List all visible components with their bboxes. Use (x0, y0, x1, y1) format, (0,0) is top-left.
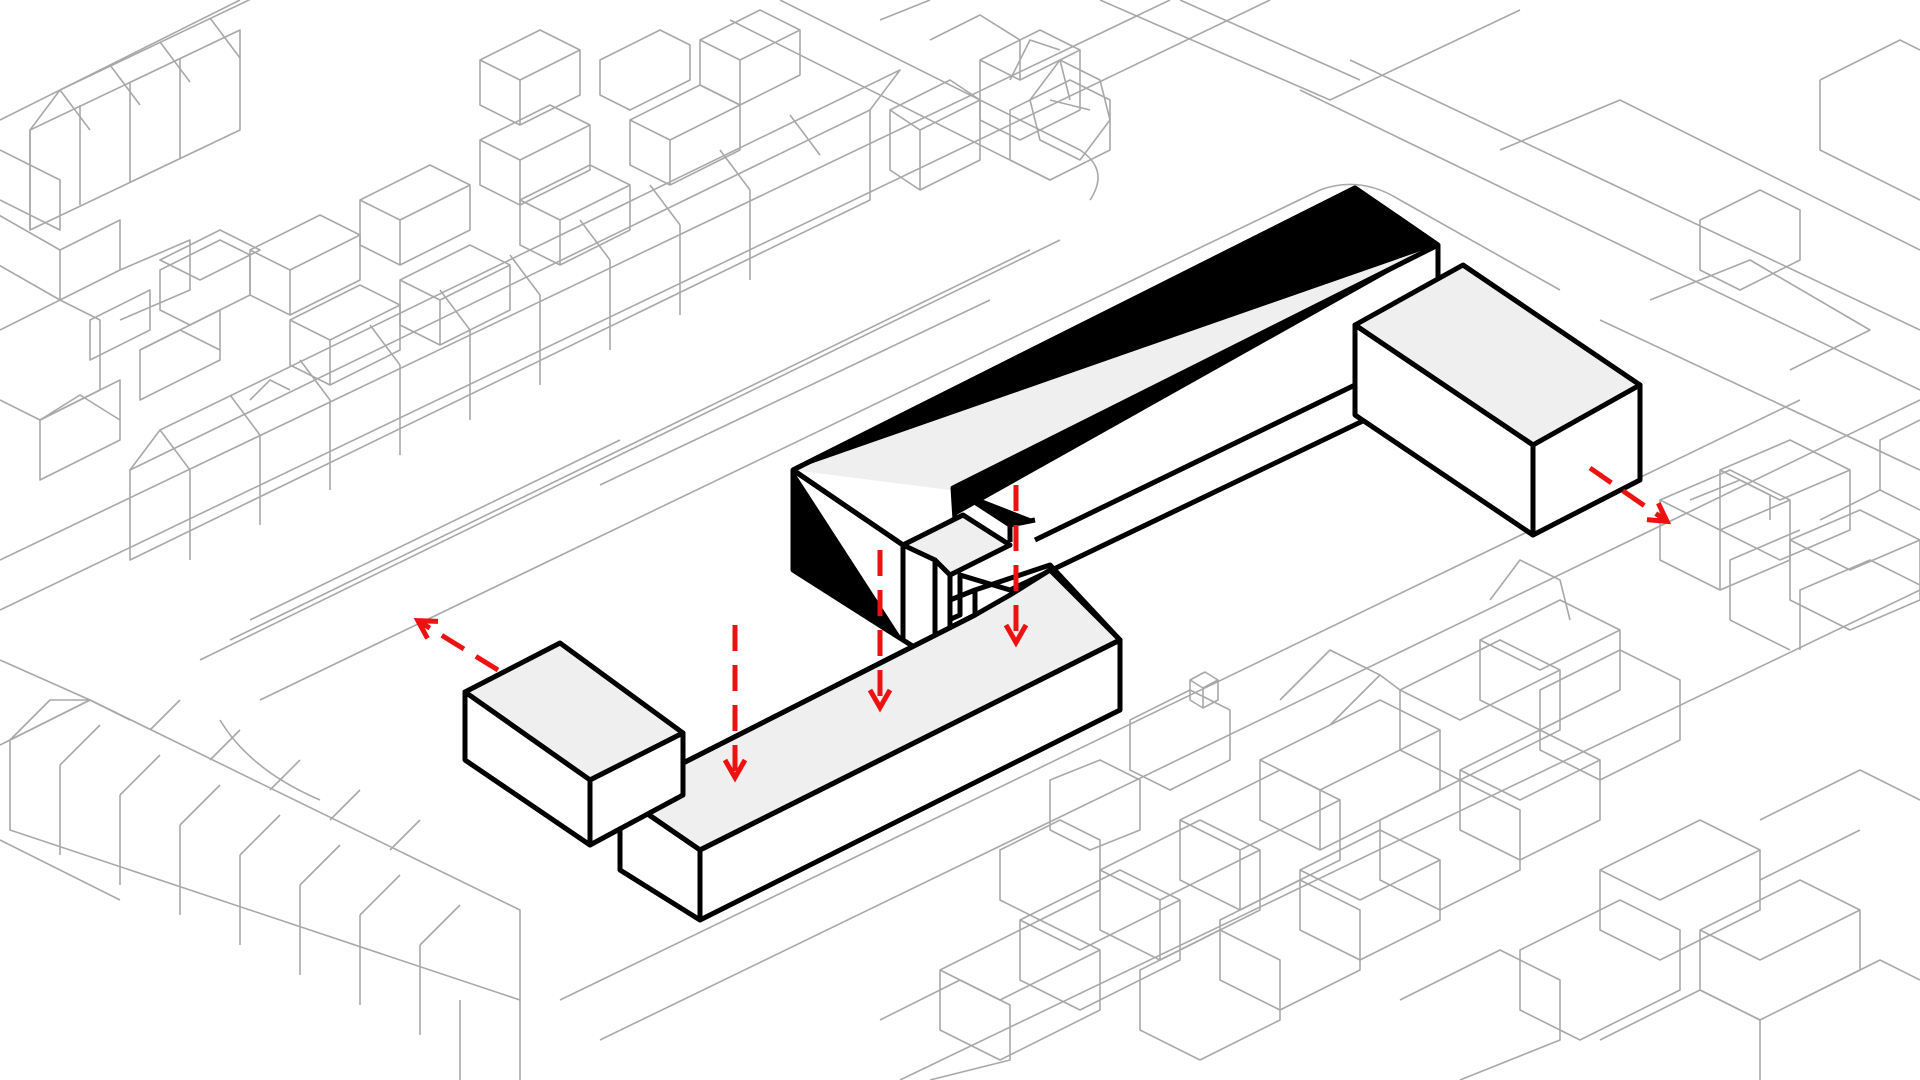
massing-connector (900, 512, 1013, 663)
houses-southwest (9, 699, 521, 1080)
houses-southeast (879, 559, 1920, 1080)
houses-east (1659, 39, 1920, 651)
massing-long-bar (790, 185, 1441, 643)
massing-east-block (1352, 262, 1643, 538)
arrow-west (413, 618, 500, 673)
massing-west-block (462, 640, 686, 848)
arrow-east (1588, 465, 1672, 525)
houses-northwest (0, 0, 261, 481)
massing-layer (462, 185, 1643, 923)
houses-north (159, 0, 1111, 386)
arrows-layer (413, 465, 1672, 783)
small-shed (1189, 671, 1219, 709)
houses-northeast (1009, 39, 1111, 161)
terrace-central (129, 69, 901, 561)
